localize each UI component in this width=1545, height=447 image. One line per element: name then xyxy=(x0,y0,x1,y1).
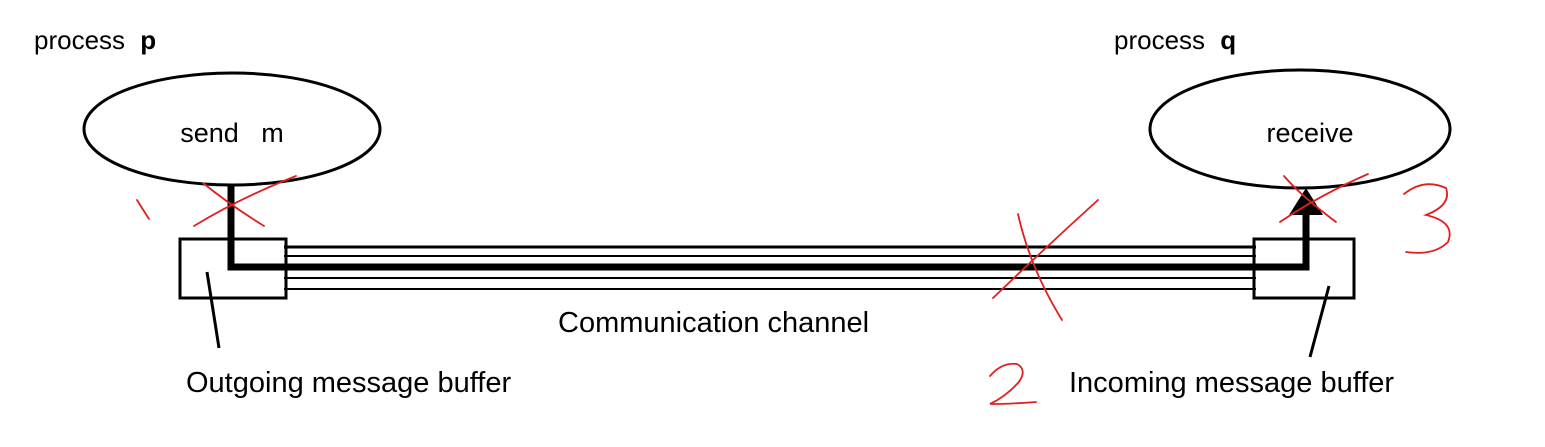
numeral-3-mark xyxy=(1403,183,1451,254)
receive-text: receive xyxy=(1266,118,1353,148)
outgoing-buffer-pointer xyxy=(205,271,221,349)
process-p-prefix: process xyxy=(34,25,125,55)
numeral-1-mark xyxy=(136,199,150,220)
process-p-name: p xyxy=(140,25,156,55)
process-p-label: process p xyxy=(34,25,156,55)
process-q-name: q xyxy=(1220,25,1236,55)
channel-label: Communication channel xyxy=(558,307,869,339)
outgoing-buffer-label: Outgoing message buffer xyxy=(186,367,511,399)
communication-channel xyxy=(284,245,1256,290)
incoming-buffer-pointer xyxy=(1308,285,1331,358)
red-annotations xyxy=(136,173,1451,405)
message-arrowhead-icon xyxy=(1289,188,1323,215)
process-q-label: process q xyxy=(1114,25,1236,55)
cross-mark-2-icon xyxy=(992,199,1099,321)
message-path xyxy=(227,185,1310,271)
cross-mark-1-icon xyxy=(193,175,297,227)
numeral-2-mark xyxy=(989,362,1037,405)
send-m-text: send m xyxy=(180,118,284,148)
incoming-buffer-label: Incoming message buffer xyxy=(1069,367,1394,399)
process-q-ellipse xyxy=(1148,68,1452,190)
process-q-prefix: process xyxy=(1114,25,1205,55)
cross-mark-3-icon xyxy=(1279,173,1369,223)
